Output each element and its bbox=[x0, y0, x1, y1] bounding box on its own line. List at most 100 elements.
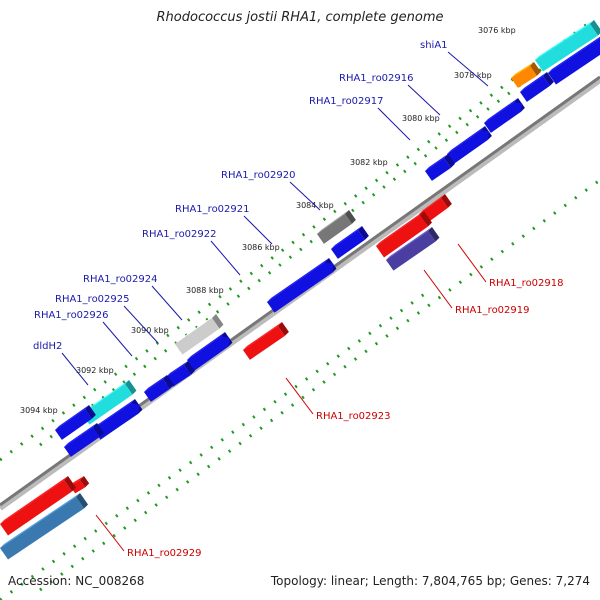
forward-label-leader bbox=[123, 305, 159, 344]
gene-ro02925 bbox=[166, 365, 191, 387]
forward-gene-label: RHA1_ro02916 bbox=[339, 73, 414, 84]
gene-ro02921-end bbox=[358, 226, 369, 240]
forward-gene-label: RHA1_ro02926 bbox=[34, 310, 109, 321]
forward-gene-label: RHA1_ro02920 bbox=[221, 170, 296, 181]
gene-dldH2-b-top bbox=[93, 399, 135, 429]
forward-gene-label: dldH2 bbox=[33, 341, 62, 352]
gene-ro02916 bbox=[520, 76, 550, 102]
scale-label: 3078 kbp bbox=[454, 71, 492, 80]
gene-ro02929-small-top bbox=[70, 476, 84, 486]
reverse-gene-label: RHA1_ro02923 bbox=[316, 411, 391, 422]
gene-ro02923 bbox=[243, 326, 285, 360]
gene-ro02918-top bbox=[376, 211, 424, 246]
gene-ro02916-top bbox=[520, 72, 547, 92]
scale-label: 3082 kbp bbox=[350, 158, 388, 167]
gene-3094-a-top bbox=[55, 405, 89, 430]
reverse-gene-label: RHA1_ro02919 bbox=[455, 305, 530, 316]
forward-label-leader bbox=[210, 240, 241, 276]
gene-ro02926-top bbox=[144, 375, 167, 392]
gene-ro02925-top bbox=[166, 361, 188, 377]
gene-ro02919-end bbox=[428, 227, 440, 242]
gene-ro02920 bbox=[317, 214, 352, 244]
gene-ro02917-b bbox=[447, 130, 490, 164]
gene-ro02921-b bbox=[267, 262, 334, 313]
forward-label-leader bbox=[61, 352, 89, 386]
tick-track-outer-left bbox=[0, 20, 591, 462]
accession-label: Accession: NC_008268 bbox=[8, 574, 145, 588]
map-title: Rhodococcus jostii RHA1, complete genome bbox=[156, 10, 444, 25]
gene-ro02921 bbox=[331, 230, 365, 259]
gene-ro02925-end bbox=[184, 361, 195, 375]
gene-ro02918-small-end bbox=[441, 194, 452, 208]
forward-label-leader bbox=[151, 285, 183, 321]
gene-orange-3077 bbox=[511, 66, 537, 88]
tick-track-outer-right bbox=[0, 288, 431, 600]
forward-gene-label: RHA1_ro02925 bbox=[55, 294, 130, 305]
gene-ro02920-small-top bbox=[425, 154, 448, 171]
gene-ro02917-a-top bbox=[484, 98, 518, 123]
reverse-label-leader bbox=[423, 269, 453, 309]
gene-ro02917-a bbox=[484, 102, 523, 133]
gene-shiA1-end bbox=[590, 20, 600, 36]
gene-ro02921-top bbox=[331, 226, 362, 249]
gene-ro02920-small bbox=[425, 158, 451, 181]
scale-label: 3090 kbp bbox=[131, 326, 169, 335]
gene-ro02924 bbox=[187, 336, 230, 371]
gene-ro02922-end bbox=[212, 314, 224, 329]
gene-dldH2-top bbox=[82, 380, 129, 414]
reverse-label-leader bbox=[457, 243, 487, 283]
scale-label: 3088 kbp bbox=[186, 286, 224, 295]
gene-ro02918-small-top bbox=[419, 194, 445, 214]
forward-gene-label: shiA1 bbox=[420, 40, 448, 51]
gene-ro02929-end bbox=[64, 476, 77, 492]
forward-label-leader bbox=[289, 181, 321, 211]
gene-shiA1 bbox=[535, 24, 599, 72]
gene-ro02918 bbox=[376, 215, 429, 258]
gene-ro02918-end bbox=[420, 211, 433, 227]
gene-ro02919 bbox=[386, 231, 436, 271]
reverse-gene-label: RHA1_ro02929 bbox=[127, 548, 202, 559]
gene-dldH2-end bbox=[125, 380, 137, 395]
gene-ro02921-b-top bbox=[267, 258, 329, 302]
gene-ro02923-top bbox=[243, 322, 282, 350]
forward-gene-label: RHA1_ro02924 bbox=[83, 274, 158, 285]
gene-3094-b bbox=[64, 427, 100, 457]
gene-ro02926-end bbox=[163, 375, 174, 389]
gene-ro02920-top bbox=[317, 210, 349, 234]
scale-label: 3080 kbp bbox=[402, 114, 440, 123]
gene-ro02923-end bbox=[278, 322, 289, 336]
gene-ro02929-b-top bbox=[0, 493, 80, 548]
reverse-gene-label: RHA1_ro02918 bbox=[489, 278, 564, 289]
gene-ro02929-small bbox=[70, 480, 86, 494]
gene-ro02929-b-end bbox=[76, 493, 89, 509]
gene-ro02916-end bbox=[543, 72, 554, 86]
forward-gene-label: RHA1_ro02921 bbox=[175, 204, 250, 215]
gene-ro02922 bbox=[175, 318, 220, 355]
gene-ro02917-b-top bbox=[447, 126, 485, 154]
scale-label: 3094 kbp bbox=[20, 406, 58, 415]
gene-3094-b-top bbox=[64, 423, 97, 447]
gene-ro02924-top bbox=[187, 332, 225, 360]
genome-summary: Topology: linear; Length: 7,804,765 bp; … bbox=[270, 574, 590, 588]
gene-3076 bbox=[548, 38, 600, 85]
gene-ro02929 bbox=[0, 480, 73, 536]
scale-label: 3086 kbp bbox=[242, 243, 280, 252]
forward-label-leader bbox=[243, 215, 273, 245]
reverse-label-leader bbox=[95, 514, 125, 552]
gene-ro02929-b bbox=[0, 497, 85, 560]
gene-shiA1-top bbox=[535, 20, 594, 60]
gene-ro02920-end bbox=[345, 210, 356, 224]
forward-label-leader bbox=[447, 51, 489, 87]
reverse-label-leader bbox=[285, 377, 314, 415]
gene-ro02926 bbox=[144, 379, 170, 402]
gene-ro02920-small-end bbox=[444, 154, 455, 168]
gene-orange-3077-end bbox=[530, 62, 541, 76]
gene-ro02919-top bbox=[386, 227, 432, 260]
gene-ro02929-small-end bbox=[80, 476, 90, 488]
forward-label-leader bbox=[102, 321, 133, 357]
gene-ro02929-top bbox=[0, 476, 68, 524]
forward-label-leader bbox=[407, 84, 441, 116]
forward-label-leader bbox=[377, 107, 411, 141]
forward-gene-label: RHA1_ro02917 bbox=[309, 96, 384, 107]
